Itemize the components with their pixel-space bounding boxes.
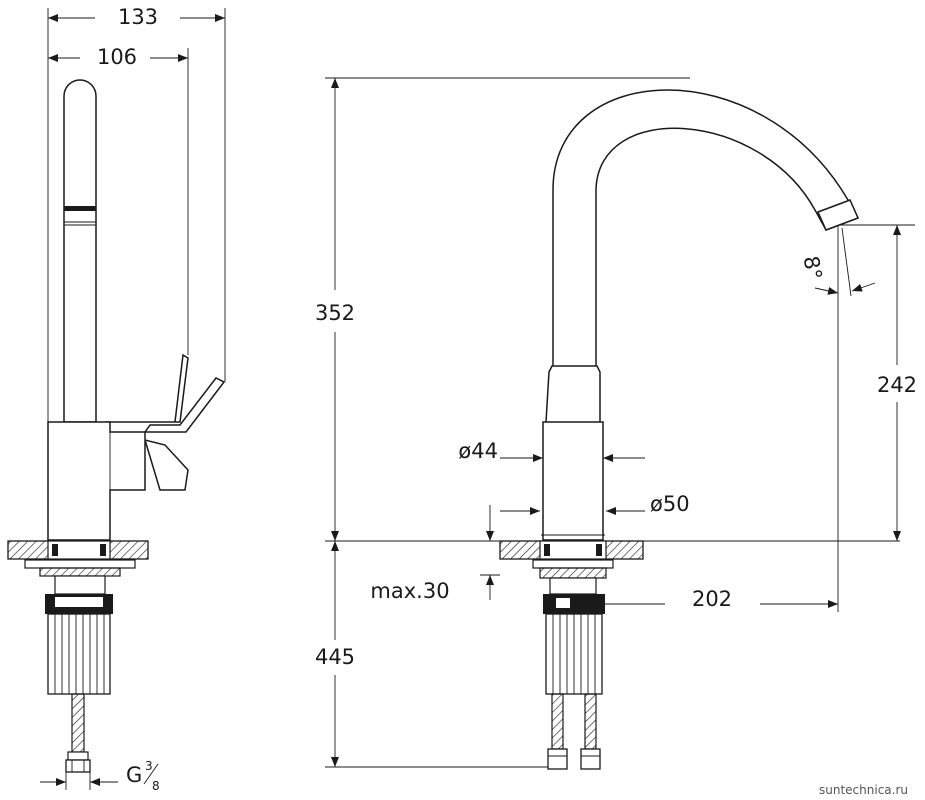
side-body-block bbox=[47, 421, 146, 541]
dim-base-dia: ø50 bbox=[650, 492, 690, 516]
dim-106: 106 bbox=[48, 45, 188, 69]
thread-denominator: 8 bbox=[152, 779, 160, 793]
dim-242: 242 bbox=[877, 225, 917, 541]
thread-numerator: 3 bbox=[145, 759, 153, 773]
dim-angle: 8° bbox=[799, 254, 827, 282]
side-spout-tube bbox=[63, 79, 97, 423]
dim-445: 445 bbox=[315, 541, 560, 768]
dim-spout-clearance: 242 bbox=[877, 373, 917, 397]
front-spout bbox=[552, 89, 860, 372]
dim-max30: max.30 bbox=[370, 505, 500, 603]
side-hose-bundle bbox=[47, 613, 111, 695]
front-view: 352 445 242 8° ø44 bbox=[315, 77, 917, 770]
dim-height-total: 352 bbox=[315, 301, 355, 325]
dim-body-dia: ø44 bbox=[458, 439, 498, 463]
dim-max-deck: max.30 bbox=[370, 579, 449, 603]
dim-reach: 202 bbox=[692, 587, 732, 611]
side-view: 133 106 bbox=[7, 5, 226, 793]
front-handle bbox=[545, 365, 601, 423]
thread-letter: G bbox=[126, 763, 142, 787]
dim-352: 352 bbox=[315, 78, 355, 541]
dim-hose-length: 445 bbox=[315, 645, 355, 669]
dim-overall-depth: 133 bbox=[118, 5, 158, 29]
dim-133: 133 bbox=[48, 5, 225, 29]
side-handle-body bbox=[105, 353, 189, 423]
dim-thread: G 3 8 bbox=[40, 759, 160, 793]
watermark: suntechnica.ru bbox=[819, 783, 908, 797]
dim-44: ø44 bbox=[458, 439, 645, 463]
front-body bbox=[542, 421, 604, 541]
dim-50: ø50 bbox=[500, 492, 690, 516]
dim-202: 202 bbox=[578, 587, 838, 611]
dim-spout-depth: 106 bbox=[97, 45, 137, 69]
side-lever bbox=[143, 377, 226, 433]
